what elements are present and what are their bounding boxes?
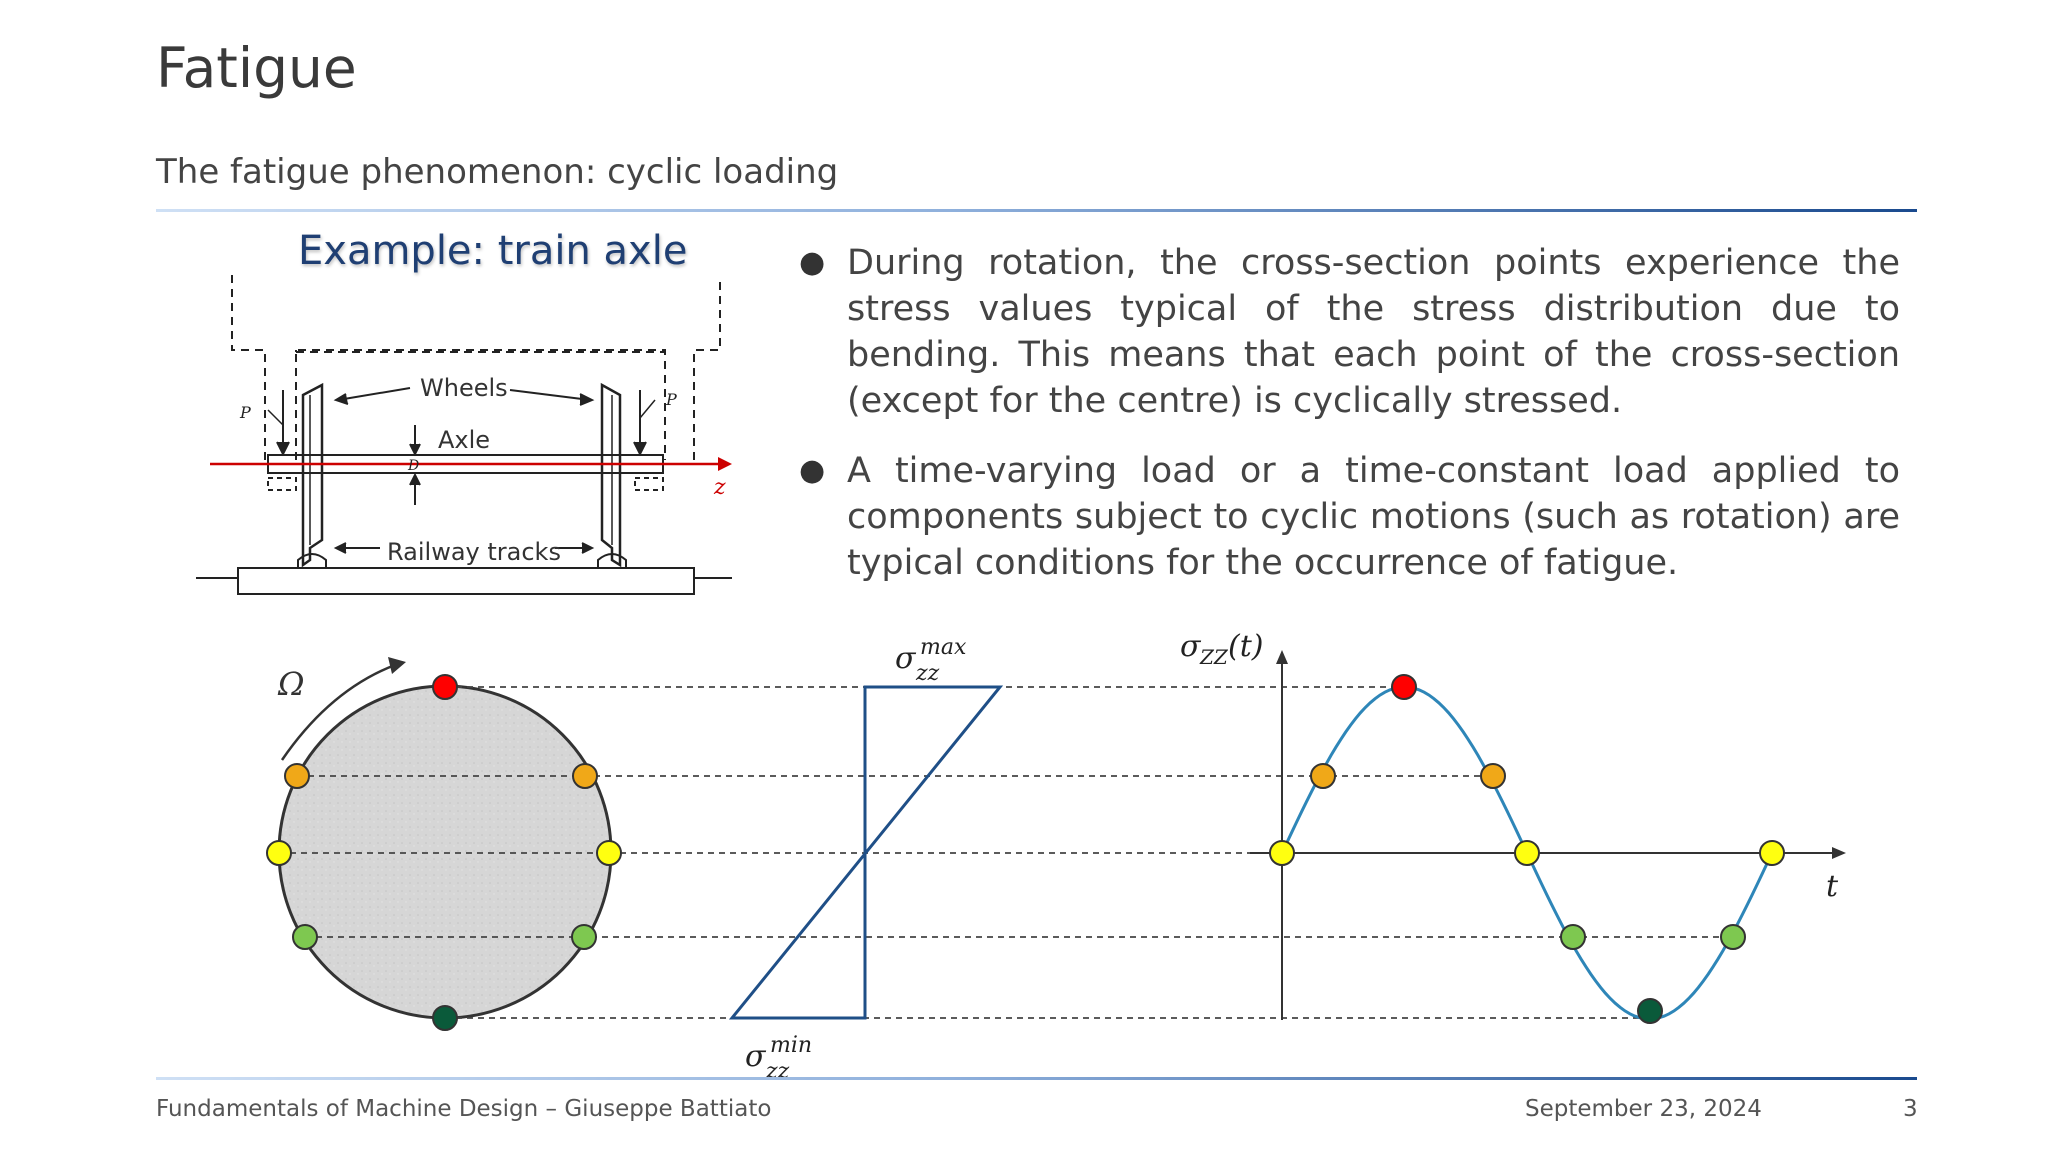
- railway-tracks-label: Railway tracks: [387, 538, 561, 566]
- wheels-label: Wheels: [420, 374, 508, 402]
- time-point-ascending: [1720, 924, 1746, 950]
- left-wheel: [301, 382, 324, 568]
- slide-subtitle: The fatigue phenomenon: cyclic loading: [156, 152, 839, 192]
- bullet-item: ● During rotation, the cross-section poin…: [795, 240, 1900, 424]
- time-point-trough: [1637, 998, 1663, 1024]
- cross-section-point-middle-left: [266, 840, 292, 866]
- cross-section-point-top: [432, 674, 458, 700]
- sigma-t-sub: ZZ: [1199, 645, 1229, 669]
- bullet-text: A time-varying load or a time-constant l…: [847, 451, 1900, 583]
- footer-divider: [156, 1077, 1917, 1080]
- example-title: Example: train axle: [298, 228, 688, 274]
- sigma-t-arg: (t): [1228, 629, 1263, 664]
- cross-section-point-upper-left: [284, 763, 310, 789]
- diameter-label: D: [407, 458, 419, 474]
- bullet-item: ● A time-varying load or a time-constant …: [795, 448, 1900, 586]
- cross-section-point-middle-right: [596, 840, 622, 866]
- bullet-dot-icon: ●: [799, 453, 826, 488]
- bullet-text: During rotation, the cross-section point…: [847, 243, 1900, 421]
- sigma-min-sub: zz: [765, 1059, 790, 1084]
- car-body-outline: [231, 275, 695, 460]
- bullet-list: ● During rotation, the cross-section poin…: [795, 240, 1900, 610]
- footer-date: September 23, 2024: [1525, 1096, 1762, 1122]
- sigma-min-sup: min: [770, 1033, 812, 1058]
- time-point-zero-crossing: [1514, 840, 1540, 866]
- slide-title: Fatigue: [156, 36, 357, 100]
- time-point-falling: [1480, 763, 1506, 789]
- z-axis-label: z: [713, 475, 726, 500]
- time-point-descending: [1560, 924, 1586, 950]
- sigma-min-symbol: σ: [745, 1039, 767, 1074]
- load-label-left: P: [239, 403, 251, 422]
- rotation-arrow: [280, 663, 396, 761]
- cross-section-point-lower-right: [571, 924, 597, 950]
- stress-distribution: [728, 685, 1004, 1020]
- sigma-max-sub: zz: [915, 661, 940, 686]
- cross-section-circle: [277, 684, 613, 1020]
- page-number: 3: [1903, 1096, 1918, 1122]
- bullet-dot-icon: ●: [799, 245, 826, 280]
- cross-section-point-lower-left: [292, 924, 318, 950]
- z-axis-arrow: [718, 457, 732, 471]
- time-point-rising: [1310, 763, 1336, 789]
- time-point-start: [1269, 840, 1295, 866]
- sigma-max-sup: max: [920, 635, 967, 660]
- time-point-end: [1759, 840, 1785, 866]
- axle-label: Axle: [438, 426, 490, 454]
- right-wheel: [600, 382, 622, 568]
- load-label-right: P: [665, 390, 677, 409]
- omega-label: Ω: [277, 665, 305, 703]
- cross-section-point-upper-right: [572, 763, 598, 789]
- sigma-t-symbol: σ: [1180, 629, 1202, 664]
- time-point-peak: [1391, 674, 1417, 700]
- time-axis-label: t: [1826, 869, 1839, 904]
- sigma-max-symbol: σ: [895, 641, 917, 676]
- footer-course: Fundamentals of Machine Design – Giusepp…: [156, 1096, 772, 1122]
- rail-base: [237, 567, 695, 595]
- cross-section-point-bottom: [432, 1005, 458, 1031]
- header-divider: [156, 209, 1917, 212]
